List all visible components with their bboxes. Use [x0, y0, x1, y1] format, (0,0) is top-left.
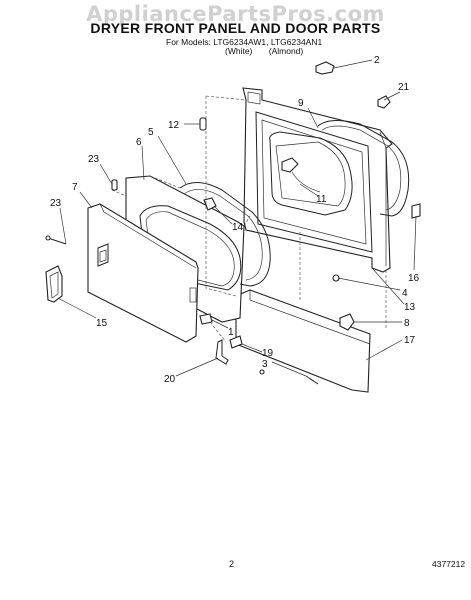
part-2 [315, 61, 335, 75]
front-panel-frame [242, 87, 393, 273]
callout-23-upper: 23 [88, 154, 100, 165]
watermark: AppliancePartsPros.com [86, 2, 385, 26]
toe-panel [235, 289, 371, 393]
callout-13: 13 [404, 302, 416, 313]
callout-20: 20 [164, 374, 176, 385]
callout-2: 2 [374, 55, 380, 66]
part-8 [339, 313, 355, 331]
callout-8: 8 [404, 318, 410, 329]
part-12 [199, 117, 207, 131]
alignment-lines [111, 95, 387, 343]
callout-17: 17 [404, 335, 416, 346]
gasket-9 [317, 120, 410, 217]
callout-6: 6 [136, 137, 142, 148]
models-line: For Models: LTG6234AW1, LTG6234AN1 [166, 37, 323, 47]
diagram-title: DRYER FRONT PANEL AND DOOR PARTS [90, 20, 381, 36]
part-21 [377, 95, 391, 109]
callout-4: 4 [402, 288, 408, 299]
leader-lines [57, 59, 417, 377]
callout-19: 19 [262, 348, 274, 359]
part-3 [305, 375, 319, 385]
callout-21: 21 [398, 82, 410, 93]
page-number: 2 [229, 559, 235, 569]
callout-labels: 2 21 9 12 5 6 23 7 11 14 23 16 4 13 8 1 … [50, 55, 420, 385]
part-16 [411, 203, 421, 219]
callout-11: 11 [316, 194, 327, 205]
callout-12: 12 [168, 120, 180, 131]
part-11 [281, 157, 299, 173]
callout-1: 1 [228, 327, 234, 338]
part-23-lower [47, 237, 67, 245]
callout-16: 16 [408, 273, 420, 284]
part-1 [199, 313, 213, 325]
part-14 [203, 197, 217, 211]
callout-5: 5 [148, 127, 154, 138]
callout-3: 3 [262, 359, 268, 370]
part-23-upper [111, 179, 118, 191]
outer-door [87, 203, 199, 343]
document-number: 4377212 [432, 559, 466, 569]
callout-14: 14 [232, 222, 244, 233]
gasket-5 [179, 182, 271, 287]
callout-7: 7 [72, 182, 78, 193]
colors-line: (White) (Almond) [225, 46, 304, 56]
callout-15: 15 [96, 318, 108, 329]
part-20 [215, 339, 229, 365]
callout-9: 9 [298, 98, 304, 109]
callout-23-lower: 23 [50, 198, 62, 209]
